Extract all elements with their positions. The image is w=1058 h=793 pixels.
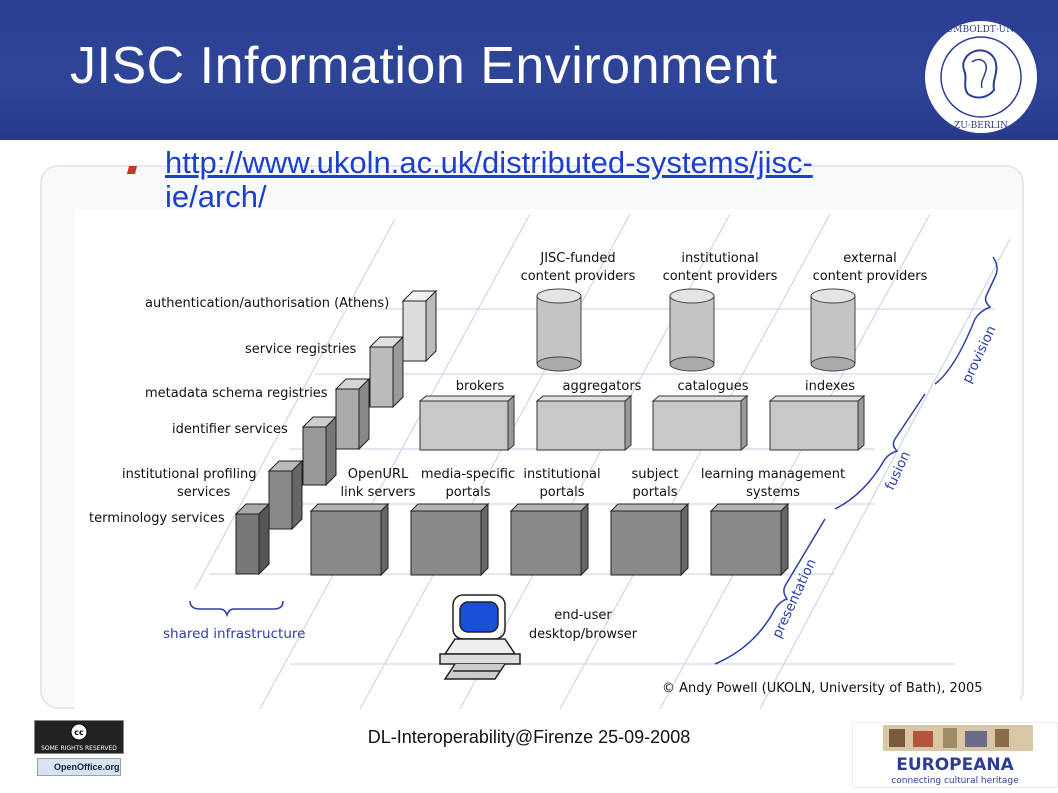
- institutional-content-cylinder: [669, 288, 715, 372]
- label-institutional-1: institutional: [523, 467, 600, 482]
- label-lms-1: learning management: [701, 467, 845, 482]
- svg-text:EUROPEANA: EUROPEANA: [896, 755, 1014, 775]
- presentation-layer: [309, 502, 790, 577]
- label-subject-1: subject: [631, 467, 678, 482]
- label-lms-2: systems: [746, 485, 800, 500]
- openoffice-badge: OpenOffice.org: [37, 758, 121, 776]
- label-service-registries: service registries: [245, 342, 356, 357]
- architecture-link[interactable]: http://www.ukoln.ac.uk/distributed-syste…: [165, 145, 813, 214]
- authentication-block: [401, 289, 438, 363]
- provider-3-line1: external: [843, 251, 897, 266]
- label-openurl-2: link servers: [340, 485, 415, 500]
- aggregators-box: [535, 394, 633, 452]
- label-identifier-services: identifier services: [172, 422, 288, 437]
- provision-layer: [536, 288, 856, 372]
- cc-icon: cc SOME RIGHTS RESERVED: [35, 721, 123, 753]
- shared-infrastructure-stack: [234, 289, 438, 576]
- provider-1-line2: content providers: [521, 269, 636, 284]
- svg-text:cc: cc: [74, 728, 84, 737]
- label-metadata-registries: metadata schema registries: [145, 386, 328, 401]
- lms-box: [709, 502, 790, 577]
- profiling-service-block: [267, 459, 304, 531]
- label-brokers: brokers: [456, 379, 505, 394]
- provider-1-line1: JISC-funded: [539, 251, 615, 266]
- metadata-registry-block: [334, 377, 371, 451]
- shared-service-labels: authentication/authorisation (Athens) se…: [89, 296, 389, 526]
- external-content-cylinder: [810, 288, 856, 372]
- label-subject-2: portals: [633, 485, 678, 500]
- svg-text:connecting cultural heritage: connecting cultural heritage: [891, 776, 1019, 786]
- label-profiling-1: institutional profiling: [122, 467, 256, 482]
- label-end-user-2: desktop/browser: [529, 627, 638, 642]
- openurl-box: [309, 502, 390, 577]
- indexes-box: [768, 394, 866, 452]
- label-terminology: terminology services: [89, 511, 225, 526]
- presentation-labels: OpenURL link servers media-specific port…: [340, 467, 845, 500]
- provider-labels: JISC-funded content providers institutio…: [521, 251, 928, 284]
- svg-text:ZU·BERLIN: ZU·BERLIN: [954, 121, 1008, 131]
- label-indexes: indexes: [805, 379, 855, 394]
- label-institutional-2: portals: [540, 485, 585, 500]
- service-registry-block: [368, 335, 405, 409]
- label-end-user-1: end-user: [554, 608, 612, 623]
- brokers-box: [418, 394, 516, 452]
- provider-3-line2: content providers: [813, 269, 928, 284]
- catalogues-box: [651, 394, 749, 452]
- label-profiling-2: services: [177, 485, 231, 500]
- computer-icon: [439, 594, 521, 680]
- fusion-layer: [418, 394, 866, 452]
- end-user-labels: end-user desktop/browser: [529, 608, 638, 642]
- media-portals-box: [409, 502, 490, 577]
- label-aggregators: aggregators: [563, 379, 642, 394]
- provider-2-line1: institutional: [681, 251, 758, 266]
- layer-braces: [189, 256, 998, 665]
- label-authentication: authentication/authorisation (Athens): [145, 296, 389, 311]
- terminology-service-block: [234, 502, 271, 576]
- label-media-1: media-specific: [421, 467, 515, 482]
- fusion-labels: brokers aggregators catalogues indexes: [456, 379, 855, 394]
- provider-2-line2: content providers: [663, 269, 778, 284]
- openoffice-label: OpenOffice.org: [54, 762, 120, 772]
- subject-portals-box: [609, 502, 690, 577]
- footer-text: DL-Interoperability@Firenze 25-09-2008: [367, 727, 691, 747]
- identifier-service-block: [301, 415, 338, 487]
- europeana-logo: EUROPEANA connecting cultural heritage: [852, 722, 1058, 788]
- svg-text:HUMBOLDT·UNIV: HUMBOLDT·UNIV: [938, 25, 1025, 35]
- jisc-content-cylinder: [536, 288, 582, 372]
- copyright-credit: © Andy Powell (UKOLN, University of Bath…: [662, 681, 983, 696]
- label-media-2: portals: [446, 485, 491, 500]
- label-shared-infrastructure: shared infrastructure: [163, 626, 305, 642]
- institutional-portals-box: [509, 502, 590, 577]
- label-openurl-1: OpenURL: [348, 467, 409, 482]
- title-bar: JISC Information Environment: [0, 0, 1058, 140]
- creative-commons-badge: cc SOME RIGHTS RESERVED: [34, 720, 124, 754]
- svg-text:SOME RIGHTS RESERVED: SOME RIGHTS RESERVED: [41, 745, 117, 752]
- university-seal-logo: HUMBOLDT·UNIV ZU·BERLIN: [923, 19, 1039, 135]
- label-catalogues: catalogues: [677, 379, 748, 394]
- slide-title: JISC Information Environment: [70, 37, 778, 95]
- label-provision: provision: [959, 323, 999, 385]
- architecture-diagram: authentication/authorisation (Athens) se…: [75, 209, 1020, 722]
